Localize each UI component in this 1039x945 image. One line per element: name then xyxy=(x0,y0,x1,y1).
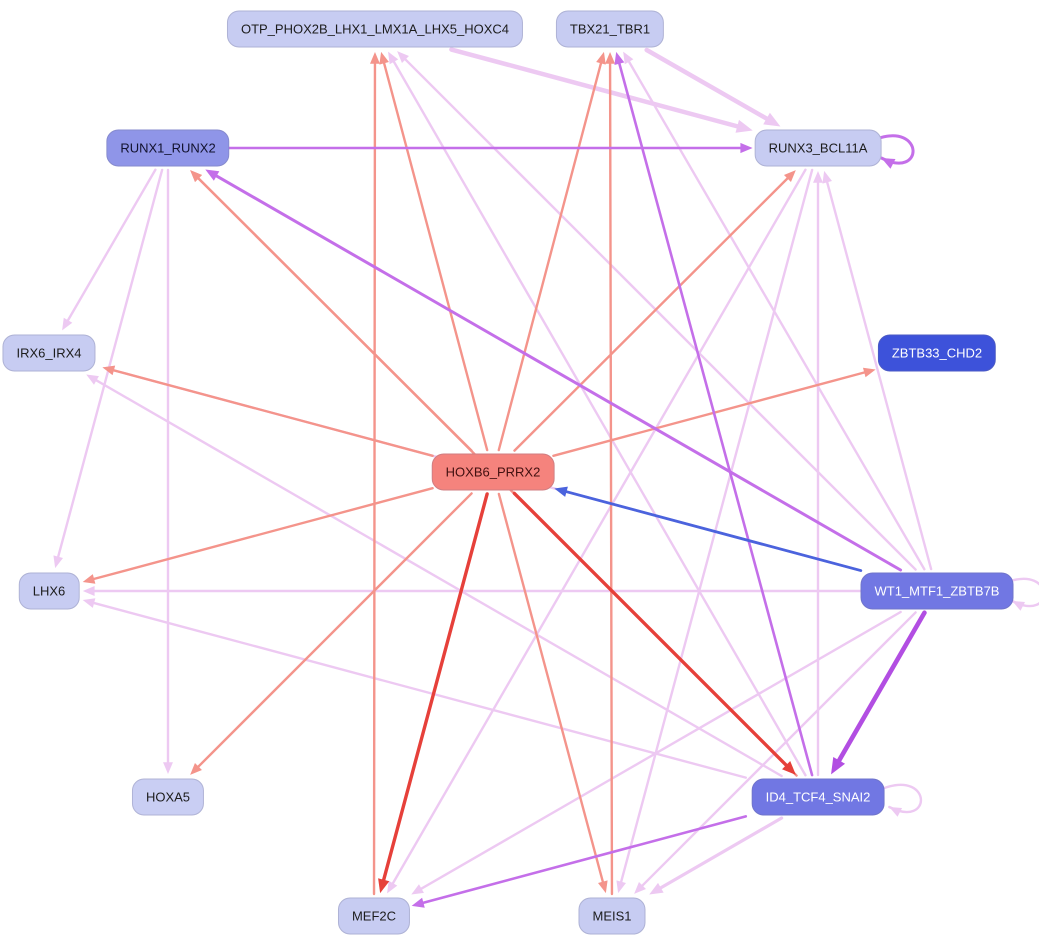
graph-edge-RUNX3-MEIS1 xyxy=(616,168,814,894)
graph-edge-ID4-LHX6 xyxy=(82,598,747,779)
graph-edge-OTP-RUNX3 xyxy=(449,47,753,133)
graph-edge-WT1-RUNX1 xyxy=(205,169,903,572)
graph-edge-HOXB6-IRX6 xyxy=(102,365,434,458)
graph-edge-WT1-HOXB6 xyxy=(554,486,863,572)
graph-edge-RUNX1-LHX6 xyxy=(53,168,164,569)
graph-node-zbtb33[interactable]: ZBTB33_CHD2 xyxy=(877,334,997,372)
graph-node-id4[interactable]: ID4_TCF4_SNAI2 xyxy=(751,778,885,816)
graph-edge-HOXB6-TBX21 xyxy=(497,51,606,452)
graph-edge-WT1-RUNX3 xyxy=(822,170,933,571)
graph-edge-HOXB6-ID4 xyxy=(512,491,796,775)
graph-edge-ID4-MEF2C xyxy=(411,815,748,908)
graph-edge-RUNX3-MEF2C xyxy=(387,168,807,894)
graph-edge-WT1-WT1 xyxy=(1006,577,1039,611)
graph-edge-MEF2C-OTP xyxy=(370,52,380,896)
graph-node-lhx6[interactable]: LHX6 xyxy=(18,572,80,610)
graph-node-hoxa5[interactable]: HOXA5 xyxy=(131,778,205,816)
graph-edge-HOXB6-ZBTB33 xyxy=(552,367,876,458)
graph-edge-RUNX1-RUNX3 xyxy=(227,142,753,154)
graph-edge-HOXB6-RUNX3 xyxy=(513,170,796,452)
graph-edge-MEIS1-TBX21 xyxy=(605,51,616,896)
graph-edge-WT1-MEIS1 xyxy=(634,611,917,894)
graph-edge-RUNX3-RUNX3 xyxy=(874,134,915,169)
graph-node-runx3[interactable]: RUNX3_BCL11A xyxy=(754,129,882,167)
graph-node-mef2c[interactable]: MEF2C xyxy=(337,897,411,935)
graph-edge-RUNX1-HOXA5 xyxy=(163,168,173,774)
graph-edge-ID4-MEIS1 xyxy=(649,816,784,895)
graph-edge-HOXB6-MEIS1 xyxy=(497,492,608,894)
graph-edge-WT1-OTP xyxy=(397,51,917,571)
graph-edge-ID4-OTP xyxy=(388,51,807,777)
graph-edge-HOXB6-LHX6 xyxy=(82,486,434,584)
graph-edge-ID4-IRX6 xyxy=(86,374,783,778)
graph-node-otp[interactable]: OTP_PHOX2B_LHX1_LMX1A_LHX5_HOXC4 xyxy=(226,10,524,48)
graph-node-meis1[interactable]: MEIS1 xyxy=(578,897,646,935)
graph-node-irx6[interactable]: IRX6_IRX4 xyxy=(2,334,96,372)
graph-node-wt1[interactable]: WT1_MTF1_ZBTB7B xyxy=(860,572,1014,610)
graph-edge-WT1-LHX6 xyxy=(82,586,862,596)
graph-node-tbx21[interactable]: TBX21_TBR1 xyxy=(555,10,665,48)
graph-edge-RUNX1-IRX6 xyxy=(62,168,157,331)
graph-edge-ID4-RUNX3 xyxy=(813,171,823,777)
graph-edge-WT1-MEF2C xyxy=(411,610,902,895)
graph-edge-HOXB6-OTP xyxy=(379,51,489,452)
graph-edge-WT1-ID4 xyxy=(831,610,927,775)
graph-edge-ID4-TBX21 xyxy=(614,51,814,777)
graph-edge-HOXB6-MEF2C xyxy=(378,492,489,894)
graph-node-hoxb6[interactable]: HOXB6_PRRX2 xyxy=(431,453,555,491)
graph-edge-TBX21-RUNX3 xyxy=(644,47,781,127)
graph-node-runx1[interactable]: RUNX1_RUNX2 xyxy=(106,129,230,167)
graph-edge-ID4-ID4 xyxy=(883,783,923,817)
graph-edge-HOXB6-HOXA5 xyxy=(190,492,473,775)
graph-edge-WT1-TBX21 xyxy=(623,51,926,571)
